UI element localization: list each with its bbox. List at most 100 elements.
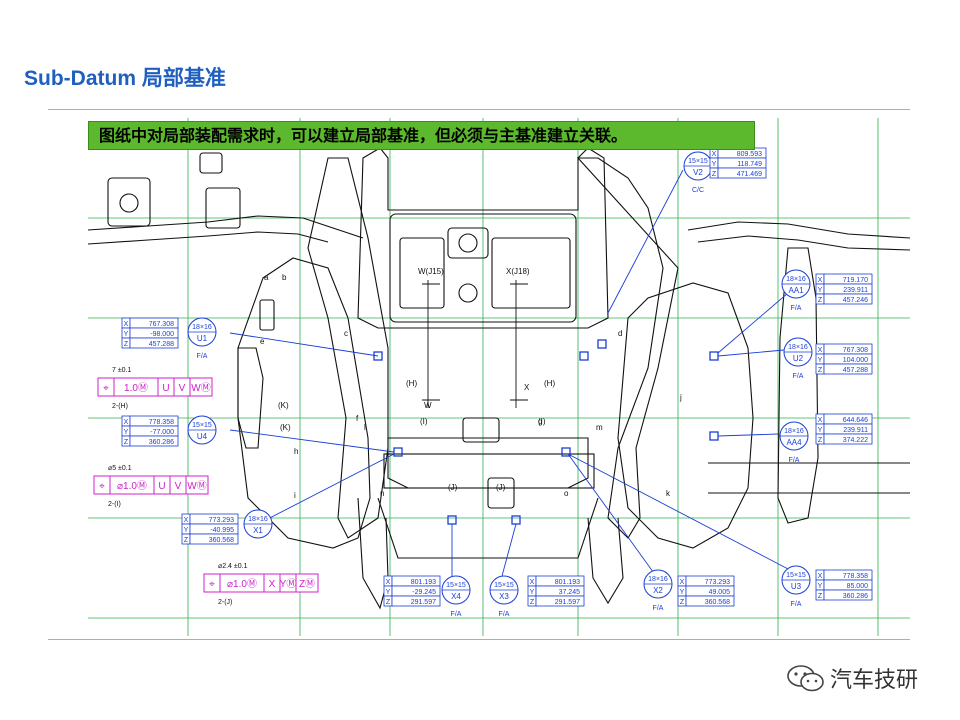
coord-axis: Y: [184, 527, 189, 534]
svg-text:k: k: [666, 489, 671, 498]
coord-value: 457.288: [843, 367, 868, 374]
engineering-drawing: W(J15) X(J18) W X (H) (H) (K) (K) (J) (J…: [88, 118, 910, 636]
datum-id: U1: [197, 334, 208, 343]
svg-text:n: n: [380, 489, 384, 498]
datum-size: 18×16: [786, 276, 806, 283]
coord-axis: Y: [680, 589, 685, 596]
coord-axis: X: [712, 151, 717, 158]
fcf-count: 2-(H): [112, 403, 128, 410]
coord-value: 773.293: [705, 579, 730, 586]
marker-i-right: (I): [538, 417, 546, 426]
coord-value: -98.000: [150, 331, 174, 338]
fcf-count: 2-(I): [108, 501, 121, 508]
coord-axis: X: [818, 347, 823, 354]
fcf-dimension: ⌀2.4 ±0.1: [218, 563, 248, 570]
fcf-cell: ⌖: [209, 579, 215, 590]
datum-note: F/A: [653, 605, 664, 612]
fcf-cell: V: [175, 481, 182, 492]
coord-value: 291.597: [411, 599, 436, 606]
coord-axis: Z: [818, 437, 823, 444]
coord-value: 778.358: [843, 573, 868, 580]
datum-note: F/A: [791, 601, 802, 608]
fcf-cell: ⌖: [99, 481, 105, 492]
coord-value: 239.911: [843, 427, 868, 434]
datum-size: 15×15: [688, 158, 708, 165]
coord-axis: X: [680, 579, 685, 586]
coord-axis: Y: [124, 331, 129, 338]
fcf-cell: WⓂ: [187, 480, 206, 492]
coord-value: 37.245: [559, 589, 581, 596]
part-letters: a b c d e f g h i j k l m n o: [260, 273, 682, 500]
fcf-cell: ⌖: [103, 383, 109, 394]
datum-id: U2: [793, 354, 804, 363]
datum-id: X2: [653, 586, 663, 595]
fcf-cell: X: [269, 579, 276, 590]
datum-note: F/A: [793, 373, 804, 380]
coord-axis: X: [818, 573, 823, 580]
svg-text:a: a: [264, 273, 269, 282]
coord-axis: Z: [818, 297, 823, 304]
fcf-count: 2-(J): [218, 599, 232, 606]
coord-axis: X: [184, 517, 189, 524]
datum-size: 15×15: [446, 582, 466, 589]
coord-value: 809.593: [737, 151, 762, 158]
coord-value: 360.568: [209, 537, 234, 544]
fcf-cell: 1.0Ⓜ: [124, 382, 148, 394]
datum-id: X3: [499, 592, 509, 601]
marker-w: W: [424, 401, 432, 410]
datum-size: 18×16: [192, 324, 212, 331]
marker-k-upper: (K): [278, 401, 289, 410]
coord-value: 767.308: [843, 347, 868, 354]
svg-text:o: o: [564, 489, 569, 498]
marker-j-left: (J): [448, 483, 458, 492]
coord-axis: Z: [680, 599, 685, 606]
footer-divider: [48, 639, 910, 640]
svg-text:j: j: [679, 393, 682, 402]
datum-id: X4: [451, 592, 461, 601]
coord-value: 239.911: [843, 287, 868, 294]
coord-value: 773.293: [209, 517, 234, 524]
coord-value: 360.568: [705, 599, 730, 606]
coord-value: 719.170: [843, 277, 868, 284]
coord-axis: Z: [124, 341, 129, 348]
coord-axis: Y: [818, 287, 823, 294]
datum-note: F/A: [789, 457, 800, 464]
fcf-dimension: ⌀5 ±0.1: [108, 465, 132, 472]
coord-axis: Z: [386, 599, 391, 606]
coord-value: 118.749: [737, 161, 762, 168]
coord-axis: Y: [530, 589, 535, 596]
coord-value: 457.246: [843, 297, 868, 304]
dimension-labels: W(J15) X(J18) W X (H) (H) (K) (K) (J) (J…: [278, 267, 555, 492]
coord-axis: Z: [712, 171, 717, 178]
coord-axis: X: [124, 419, 129, 426]
coord-value: -77.000: [150, 429, 174, 436]
datum-size: 18×16: [788, 344, 808, 351]
marker-w-j15: W(J15): [418, 267, 444, 276]
svg-text:l: l: [364, 423, 366, 432]
slide-title: Sub-Datum 局部基准: [24, 67, 226, 90]
coord-axis: Z: [530, 599, 535, 606]
fcf-cell: YⓂ: [280, 578, 297, 590]
datum-id: AA4: [786, 438, 802, 447]
fcf-cell: WⓂ: [191, 382, 210, 394]
watermark-text: 汽车技研: [830, 668, 919, 693]
coord-value: 471.469: [737, 171, 762, 178]
datum-note: C/C: [692, 187, 704, 194]
watermark: 汽车技研: [786, 662, 918, 694]
coord-value: -40.995: [210, 527, 234, 534]
coord-value: 104.000: [843, 357, 868, 364]
fcf-cell: U: [162, 383, 169, 394]
marker-h-right: (H): [544, 379, 555, 388]
